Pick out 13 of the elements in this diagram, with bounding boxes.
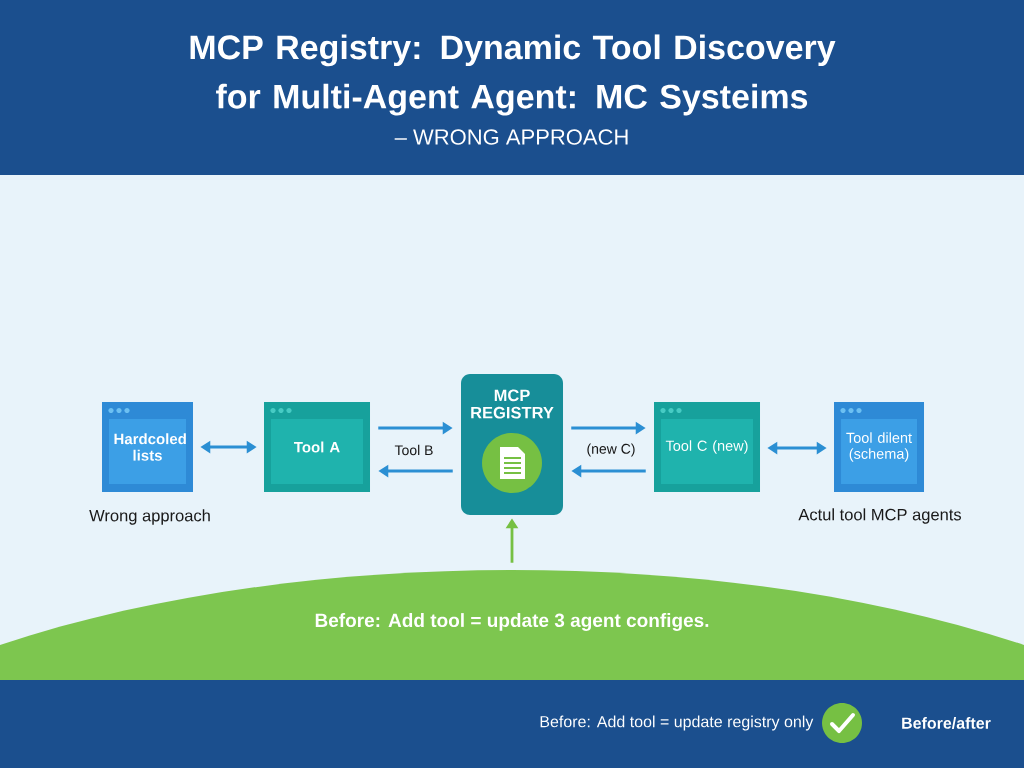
flow-label: (new C) (587, 443, 635, 457)
footer-note: Before: Add tool = update registry only (540, 715, 814, 731)
node-caption: Actul tool MCP agents (798, 508, 962, 524)
hill-band: Before: Add tool = update 3 agent configes. (0, 570, 1024, 680)
window-box: Hardcoled lists (102, 402, 193, 492)
window-box: Tool dilent (schema) (834, 402, 924, 492)
flow-label: Tool B (394, 444, 433, 456)
footer-label: Before/after (902, 717, 991, 729)
node-caption: Wrong approach (89, 509, 210, 525)
subtitle: – WRONG APPROACH (394, 129, 628, 145)
window-box: Tool A (264, 402, 370, 492)
window-box: Tool C (new) (654, 402, 760, 492)
title: MCP Registry: Dynamic Tool Discovery for Multi-Agent Agent: MC Systeims (190, 34, 836, 116)
